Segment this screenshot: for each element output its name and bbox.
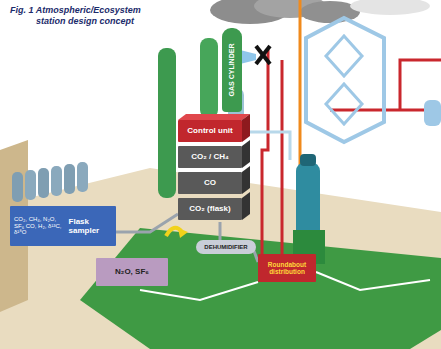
sensor-frame xyxy=(306,18,384,142)
flask-array xyxy=(12,162,88,202)
sample-pipe xyxy=(244,132,290,160)
box-label: N₂O, SF₆ xyxy=(115,267,149,276)
flask xyxy=(12,172,23,202)
floor-pipe xyxy=(316,272,430,290)
flask xyxy=(77,162,88,192)
box-label: Roundabout distribution xyxy=(262,261,312,276)
analyser-box: CO₂ (flask) xyxy=(178,198,242,220)
inlet-line xyxy=(281,60,284,256)
distribution-box: Roundabout distribution xyxy=(258,254,316,282)
figure-title: Fig. 1 Atmospheric/Ecosystem station des… xyxy=(10,5,170,28)
box-label: GAS CYLINDER xyxy=(228,44,236,97)
propeller xyxy=(256,46,270,64)
sonic-anemometer xyxy=(326,84,362,124)
dehumidifier-cylinder: DEHUMIDIFIER xyxy=(196,240,256,254)
inlet-line xyxy=(262,50,268,256)
gas-cylinder: GAS CYLINDER xyxy=(222,28,242,112)
box-label: CO xyxy=(204,178,216,187)
box-label: CO₂ / CH₄ xyxy=(191,152,229,161)
box-heading: Flask sampler xyxy=(69,217,112,235)
box-side xyxy=(242,114,250,142)
box-side xyxy=(242,166,250,194)
box-label: CO₂ (flask) xyxy=(189,204,230,213)
flask xyxy=(51,166,62,196)
flow-arrowhead xyxy=(178,228,188,238)
flask-sampler-box: CO₂, CH₄, N₂O, SF₆ CO, H₂, δ¹³C, δ¹⁸OFla… xyxy=(10,206,116,246)
control-unit-box: Control unit xyxy=(178,120,242,142)
flask xyxy=(25,170,36,200)
gas-cylinder xyxy=(158,48,176,198)
analyser-box: CO₂ / CH₄ xyxy=(178,146,242,168)
tower-cap xyxy=(300,154,316,166)
cloud xyxy=(350,0,430,15)
box-side xyxy=(242,192,250,220)
box-label: DEHUMIDIFIER xyxy=(204,244,247,251)
sampling-mast xyxy=(299,0,302,165)
box-label: CO₂, CH₄, N₂O, SF₆ CO, H₂, δ¹³C, δ¹⁸O xyxy=(14,216,65,237)
sonic-anemometer xyxy=(326,36,362,76)
flask xyxy=(64,164,75,194)
analyser-box: N₂O, SF₆ xyxy=(96,258,168,286)
propeller-blade xyxy=(256,46,270,64)
gas-cylinder xyxy=(200,38,218,118)
room-floor xyxy=(0,168,441,349)
box-label: Control unit xyxy=(187,126,232,135)
floor-pipe xyxy=(219,222,222,240)
box-side xyxy=(242,140,250,168)
flask xyxy=(38,168,49,198)
propeller-blade xyxy=(256,46,270,64)
analyser-box: CO xyxy=(178,172,242,194)
sensor xyxy=(424,100,441,126)
